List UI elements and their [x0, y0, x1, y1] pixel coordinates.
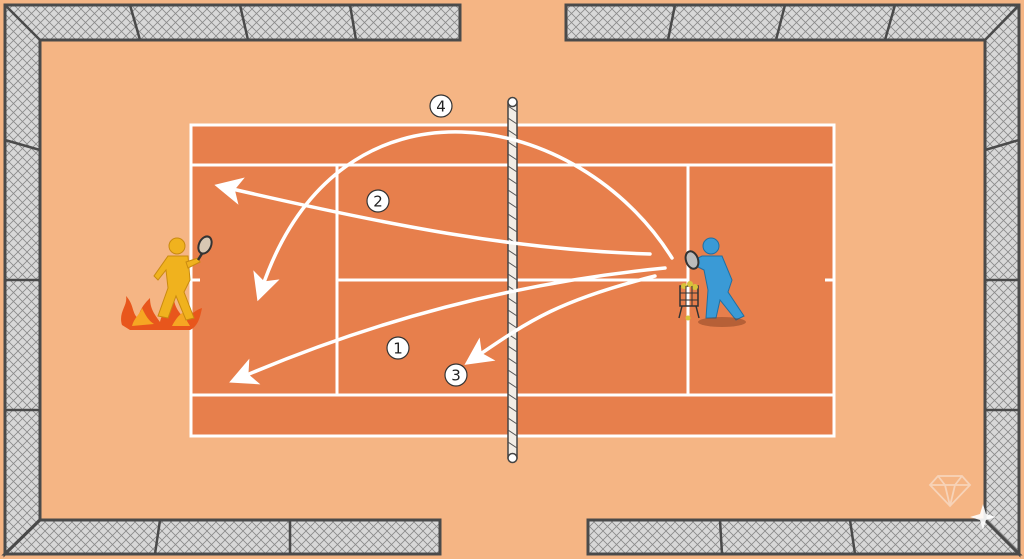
- shot-path-3: [464, 274, 657, 365]
- diamond-icon: [928, 475, 972, 508]
- ball-basket-icon: [678, 281, 700, 321]
- shot-paths: [214, 130, 674, 385]
- right-player-figure: [693, 237, 745, 321]
- shot-number-2: 2: [373, 193, 383, 211]
- shot-path-2: [214, 177, 652, 256]
- net: [507, 96, 518, 464]
- net-post-bottom: [507, 452, 518, 464]
- shot-badge-4: 4: [429, 94, 453, 118]
- shot-path-1: [229, 266, 667, 385]
- tennis-court: [189, 96, 836, 464]
- fence-bottom-left: [1, 518, 442, 556]
- fence-bottom-right: [586, 518, 1023, 556]
- tennis-player-on-fire-icon: [121, 235, 213, 330]
- shot-badge-1: 1: [386, 336, 410, 360]
- shot-number-3: 3: [451, 367, 461, 385]
- shot-badge-3: 3: [444, 363, 468, 387]
- shot-number-1: 1: [393, 340, 403, 358]
- shot-badge-2: 2: [366, 189, 390, 213]
- tennis-player-icon: [678, 237, 746, 327]
- flames-icon: [121, 296, 202, 330]
- shot-number-4: 4: [436, 98, 446, 116]
- right-racket-icon: [684, 250, 700, 270]
- left-player-figure: [153, 237, 201, 321]
- sparkle-icon: [970, 504, 996, 530]
- left-racket-icon: [196, 235, 213, 261]
- right-player-shadow: [698, 317, 746, 327]
- net-post-top: [507, 96, 518, 108]
- shot-path-4: [253, 130, 674, 302]
